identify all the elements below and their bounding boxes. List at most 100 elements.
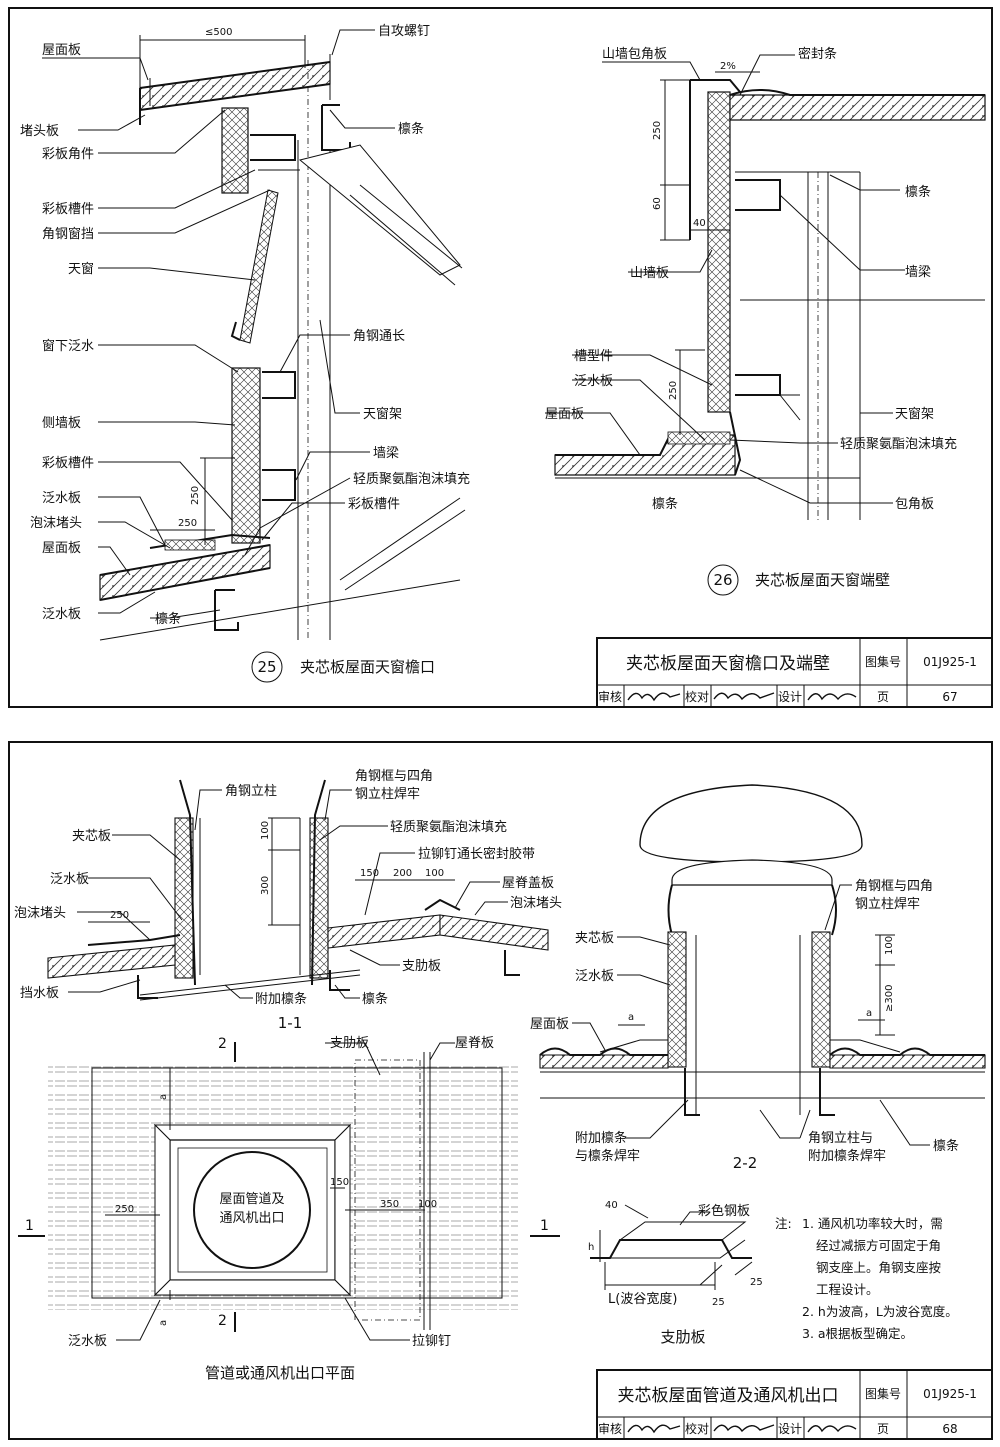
dim-250-26: 250 <box>652 121 663 140</box>
label-purlin-11: 檩条 <box>362 991 388 1007</box>
label-skylight-frame-26: 天窗架 <box>895 406 934 422</box>
dim-350-plan: 350 <box>380 1199 399 1210</box>
dim-200-11: 200 <box>393 868 412 879</box>
dim-250b-26: 250 <box>668 381 679 400</box>
label-pu-foam-fill: 轻质聚氨酯泡沫填充 <box>353 471 470 487</box>
label-ridge-cover: 屋脊盖板 <box>502 876 554 891</box>
note-head: 注: <box>775 1216 792 1231</box>
atlas-label-67: 图集号 <box>865 654 901 669</box>
section-2-2-drawing <box>539 784 986 1116</box>
label-flashing-2: 泛水板 <box>42 607 81 622</box>
dim-40-26: 40 <box>693 218 706 229</box>
design-68: 设计 <box>778 1422 802 1436</box>
label-frame-weld-22-2: 钢立柱焊牢 <box>855 896 920 912</box>
label-foam-plug: 泡沫堵头 <box>30 516 82 531</box>
dim-60-26: 60 <box>652 197 663 210</box>
label-pu-foam-fill-26: 轻质聚氨酯泡沫填充 <box>840 436 957 452</box>
label-wall-beam-26: 墙梁 <box>905 265 931 280</box>
label-frame-weld-2: 钢立柱焊牢 <box>355 786 420 802</box>
label-angle-post: 角钢立柱 <box>225 784 277 799</box>
page-no-68: 68 <box>942 1422 957 1436</box>
dim-300-11: 300 <box>260 876 271 895</box>
dim-150-11: 150 <box>360 868 379 879</box>
label-roof-panel-top: 屋面板 <box>42 43 81 58</box>
label-color-steel: 彩色钢板 <box>698 1203 750 1219</box>
label-foam-plug-r: 泡沫堵头 <box>510 896 562 911</box>
label-flashing-plan: 泛水板 <box>68 1334 107 1349</box>
note-1d: 工程设计。 <box>816 1282 879 1297</box>
label-rib-plate-plan: 支肋板 <box>330 1036 369 1051</box>
label-post-weld-2: 附加檩条焊牢 <box>808 1148 886 1164</box>
label-self-tapping-screw: 自攻螺钉 <box>378 24 430 39</box>
sheet-68-border <box>8 741 993 1440</box>
section-1-1-drawing <box>47 779 549 1001</box>
page-no-67: 67 <box>942 690 957 704</box>
dim-a1-22: a <box>628 1012 634 1023</box>
label-purlin-bottom: 檩条 <box>155 611 181 627</box>
design-67: 设计 <box>778 690 802 704</box>
signature-design-67 <box>807 693 857 701</box>
detail-25-number: 25 <box>257 658 276 676</box>
detail-25-drawing <box>99 35 466 641</box>
label-purlin-bottom-26: 檩条 <box>652 496 678 512</box>
label-flashing-11: 泛水板 <box>50 872 89 887</box>
label-color-channel-3: 彩板槽件 <box>348 497 400 512</box>
detail-25-circle <box>251 651 283 683</box>
rib-plate-drawing <box>590 1204 753 1290</box>
dim-40-rib: 40 <box>605 1200 618 1211</box>
mark-sec2-top: 2 <box>218 1036 227 1052</box>
note-1b: 经过减振方可固定于角 <box>816 1238 941 1253</box>
dim-100-11: 100 <box>260 821 271 840</box>
label-water-stop: 挡水板 <box>20 986 59 1001</box>
label-wall-beam: 墙梁 <box>373 446 399 461</box>
check-68: 校对 <box>685 1421 709 1436</box>
label-rib-plate-11: 支肋板 <box>402 959 441 974</box>
detail-26-drawing <box>554 71 986 520</box>
label-roof-panel-22: 屋面板 <box>530 1017 569 1032</box>
rib-plate-labels: 彩色钢板 L(波谷宽度) 40 h 25 25 支肋板 <box>588 1200 763 1346</box>
dim-h-rib: h <box>588 1242 594 1253</box>
signature-check-67 <box>713 692 775 701</box>
plan-leaders <box>116 1042 455 1341</box>
signature-review-67 <box>627 692 681 702</box>
section-1-1-caption: 1-1 <box>278 1014 303 1032</box>
note-1c: 钢支座上。角钢支座按 <box>816 1260 941 1275</box>
label-seal-strip: 密封条 <box>798 46 837 62</box>
detail-25-labels: 屋面板 堵头板 彩板角件 彩板槽件 角钢窗挡 天窗 窗下泛水 侧墙板 彩板槽件 … <box>20 24 470 683</box>
note-3: 3. a根据板型确定。 <box>802 1326 913 1341</box>
label-angle-window-stop: 角钢窗挡 <box>42 226 94 242</box>
label-purlin: 檩条 <box>905 184 931 200</box>
title-block-68: 夹芯板屋面管道及通风机出口 图集号 01J925-1 审核 校对 设计 页 68 <box>596 1369 993 1440</box>
label-valley-width: L(波谷宽度) <box>608 1291 677 1307</box>
label-angle-through: 角钢通长 <box>353 329 405 344</box>
label-gable-panel: 山墙板 <box>630 266 669 281</box>
plan-center-text-1: 屋面管道及 <box>219 1192 284 1207</box>
dim-25b-rib: 25 <box>750 1277 763 1288</box>
plan-caption: 管道或通风机出口平面 <box>205 1364 355 1382</box>
label-purlin-22: 檩条 <box>933 1138 959 1154</box>
sheet-67: 屋面板 堵头板 彩板角件 彩板槽件 角钢窗挡 天窗 窗下泛水 侧墙板 彩板槽件 … <box>8 7 993 708</box>
dim-300-22: ≥300 <box>884 985 895 1012</box>
label-end-plug-plate: 堵头板 <box>20 124 59 139</box>
label-foam-plug-l: 泡沫堵头 <box>14 906 66 921</box>
dim-250-11: 250 <box>110 910 129 921</box>
sheet-68: 角钢立柱 角钢框与四角 钢立柱焊牢 夹芯板 轻质聚氨酯泡沫填充 拉铆钉通长密封胶… <box>8 741 993 1440</box>
label-sandwich-22: 夹芯板 <box>575 931 614 946</box>
dim-100b-11: 100 <box>425 868 444 879</box>
label-ridge-plate: 屋脊板 <box>455 1036 494 1051</box>
rib-plate-caption: 支肋板 <box>660 1328 705 1346</box>
label-frame-weld-22-1: 角钢框与四角 <box>855 879 933 894</box>
signature-design-68 <box>807 1425 857 1433</box>
detail-25-leaders <box>42 29 395 619</box>
label-pu-foam-11: 轻质聚氨酯泡沫填充 <box>390 819 507 835</box>
label-color-corner: 彩板角件 <box>42 147 94 162</box>
notes: 注: 1. 通风机功率较大时，需 经过减振方可固定于角 钢支座上。角钢支座按 工… <box>775 1216 958 1341</box>
detail-26-labels: 山墙包角板 密封条 2% 檩条 山墙板 墙梁 槽型件 泛水板 屋面板 天窗架 轻… <box>545 46 957 596</box>
title-68: 夹芯板屋面管道及通风机出口 <box>618 1386 839 1406</box>
atlas-no-67: 01J925-1 <box>923 655 977 669</box>
dim-250-plan: 250 <box>115 1204 134 1215</box>
title-block-67: 夹芯板屋面天窗檐口及端壁 图集号 01J925-1 审核 校对 设计 页 67 <box>596 637 993 708</box>
dim-100-22: 100 <box>884 936 895 955</box>
detail-25-caption: 夹芯板屋面天窗檐口 <box>300 658 435 676</box>
